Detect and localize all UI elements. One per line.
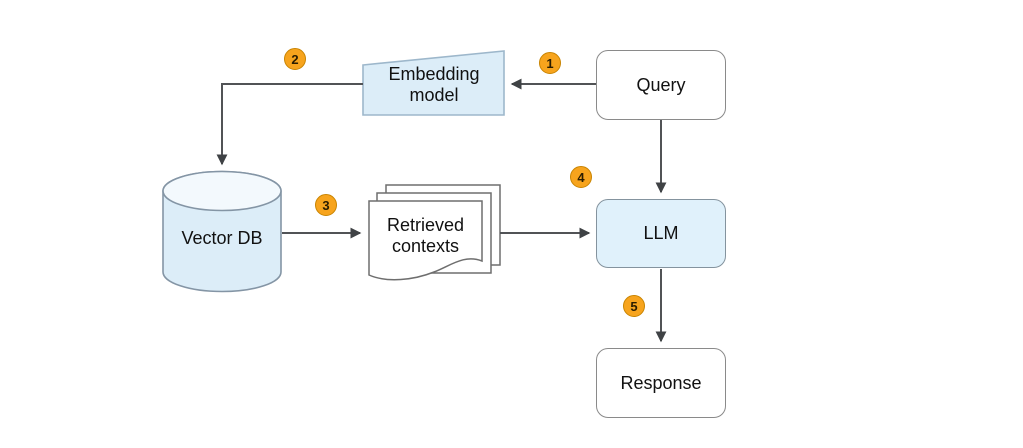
embedding-model-label: Embedding model — [388, 64, 480, 105]
vector-db-label: Vector DB — [181, 227, 263, 248]
vector-db-cylinder-top — [162, 170, 282, 212]
llm-label: LLM — [643, 223, 679, 243]
query-label: Query — [636, 74, 686, 95]
step-badge-1: 1 — [539, 52, 561, 74]
arrow-embedding-to-vectordb — [216, 83, 363, 166]
step-badge-5-number: 5 — [630, 298, 638, 314]
response-label: Response — [620, 372, 702, 393]
step-badge-2-number: 2 — [291, 51, 299, 67]
step-badge-4: 4 — [570, 166, 592, 188]
step-badge-4-number: 4 — [577, 169, 585, 185]
retrieved-contexts-label: Retrieved contexts — [386, 215, 465, 256]
step-badge-3-number: 3 — [322, 197, 330, 213]
step-badge-1-number: 1 — [546, 55, 554, 71]
step-badge-5: 5 — [623, 295, 645, 317]
response-node: Response — [596, 348, 726, 418]
step-badge-2: 2 — [284, 48, 306, 70]
document-sheet-front — [368, 200, 483, 281]
embedding-model-shape — [362, 50, 505, 116]
step-badge-3: 3 — [315, 194, 337, 216]
query-node: Query — [596, 50, 726, 120]
llm-node: LLM — [596, 199, 726, 268]
